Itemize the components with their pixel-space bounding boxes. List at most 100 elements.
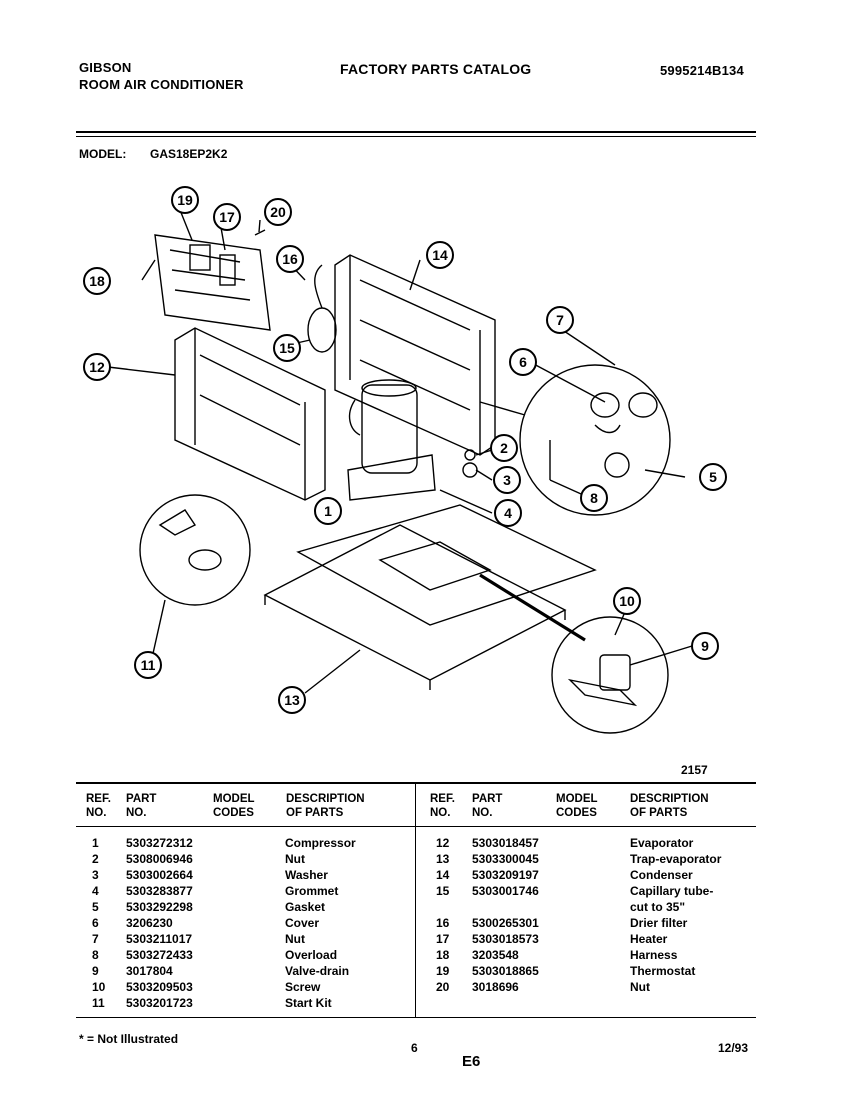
callout-label-19: 19 <box>177 192 193 208</box>
model-label: MODEL: <box>79 147 127 161</box>
cell-codes <box>212 852 285 868</box>
cell-ref: 9 <box>92 964 99 978</box>
cell-ref: 19 <box>436 964 450 978</box>
cell-codes <box>212 916 285 932</box>
callout-circle-18 <box>83 267 111 295</box>
header-codes-line2: CODES <box>556 807 597 819</box>
callout-circle-14 <box>426 241 454 269</box>
cell-codes <box>212 996 285 1012</box>
cell-desc: Capillary tube- <box>630 884 714 898</box>
cell-part: 3017804 <box>126 964 173 978</box>
control-panel-drawing <box>154 234 271 331</box>
cell-codes <box>212 868 285 884</box>
header-part-left: PART NO. <box>126 792 156 820</box>
callout-label-14: 14 <box>432 247 448 263</box>
cell-desc: Start Kit <box>285 996 332 1010</box>
callout-circle-11 <box>134 651 162 679</box>
callout-circle-9 <box>691 632 719 660</box>
cell-part: 5303292298 <box>126 900 193 914</box>
header-desc-line1: DESCRIPTION <box>630 793 709 805</box>
cell-part <box>472 900 556 916</box>
cell-codes <box>556 932 630 948</box>
callout-label-13: 13 <box>284 692 300 708</box>
condenser-drawing <box>334 254 496 456</box>
callout-circle-16 <box>276 245 304 273</box>
table-top-rule <box>76 782 756 784</box>
cell-ref <box>430 900 472 916</box>
cell-part: 5303018865 <box>472 964 539 978</box>
cell-desc: Gasket <box>285 900 326 914</box>
header-part-line2: NO. <box>472 807 493 819</box>
evaporator-drawing <box>174 327 326 501</box>
cell-desc: Harness <box>630 948 678 962</box>
cell-codes <box>556 916 630 932</box>
callout-label-10: 10 <box>619 593 635 609</box>
cell-ref: 5 <box>92 900 99 914</box>
header-part-line1: PART <box>126 793 157 805</box>
cell-ref: 17 <box>436 932 450 946</box>
cell-ref: 16 <box>436 916 450 930</box>
date-code: 12/93 <box>718 1041 749 1055</box>
product-name: ROOM AIR CONDITIONER <box>79 77 244 92</box>
cell-desc: Valve-drain <box>285 964 350 978</box>
cell-codes <box>212 932 285 948</box>
overload-inset <box>519 364 671 516</box>
header-ref-left: REF. NO. <box>86 792 111 820</box>
cell-part: 5303001746 <box>472 884 539 898</box>
catalog-title: FACTORY PARTS CATALOG <box>340 61 532 77</box>
header-part-line1: PART <box>472 793 503 805</box>
callout-circle-20 <box>264 198 292 226</box>
cell-desc: Nut <box>285 852 305 866</box>
callout-label-9: 9 <box>701 638 709 654</box>
header-ref-line1: REF. <box>86 793 111 805</box>
callout-label-2: 2 <box>500 440 508 456</box>
header-desc-right: DESCRIPTION OF PARTS <box>630 792 709 820</box>
callout-circle-1 <box>314 497 342 525</box>
cell-desc: Trap-evaporator <box>630 852 722 866</box>
cell-desc: Heater <box>630 932 668 946</box>
header-ref-line2: NO. <box>430 807 451 819</box>
table-row: cut to 35" <box>430 900 740 916</box>
header-codes-right: MODEL CODES <box>556 792 598 820</box>
cell-part: 3018696 <box>472 980 519 994</box>
cell-codes <box>212 900 285 916</box>
catalog-number: 5995214B134 <box>660 63 744 78</box>
table-bottom-rule <box>76 1017 756 1018</box>
callout-label-15: 15 <box>279 340 295 356</box>
cell-codes <box>556 884 630 900</box>
start-kit-inset <box>139 494 251 606</box>
cell-ref: 20 <box>436 980 450 994</box>
cell-ref: 14 <box>436 868 450 882</box>
header-codes-line1: MODEL <box>556 793 598 805</box>
drawing-number: 2157 <box>681 763 708 777</box>
cell-desc: Screw <box>285 980 321 994</box>
cell-codes <box>556 836 630 852</box>
callout-label-17: 17 <box>219 209 235 225</box>
cell-codes <box>212 884 285 900</box>
cell-part: 5303272433 <box>126 948 193 962</box>
cell-codes <box>556 948 630 964</box>
cell-ref: 4 <box>92 884 99 898</box>
cell-codes <box>556 964 630 980</box>
cell-desc: Thermostat <box>630 964 696 978</box>
header-underline <box>76 826 756 827</box>
cell-part: 5303283877 <box>126 884 193 898</box>
callout-label-18: 18 <box>89 273 105 289</box>
cell-codes <box>212 980 285 996</box>
table-row: 5 5303292298 Gasket <box>86 900 395 916</box>
